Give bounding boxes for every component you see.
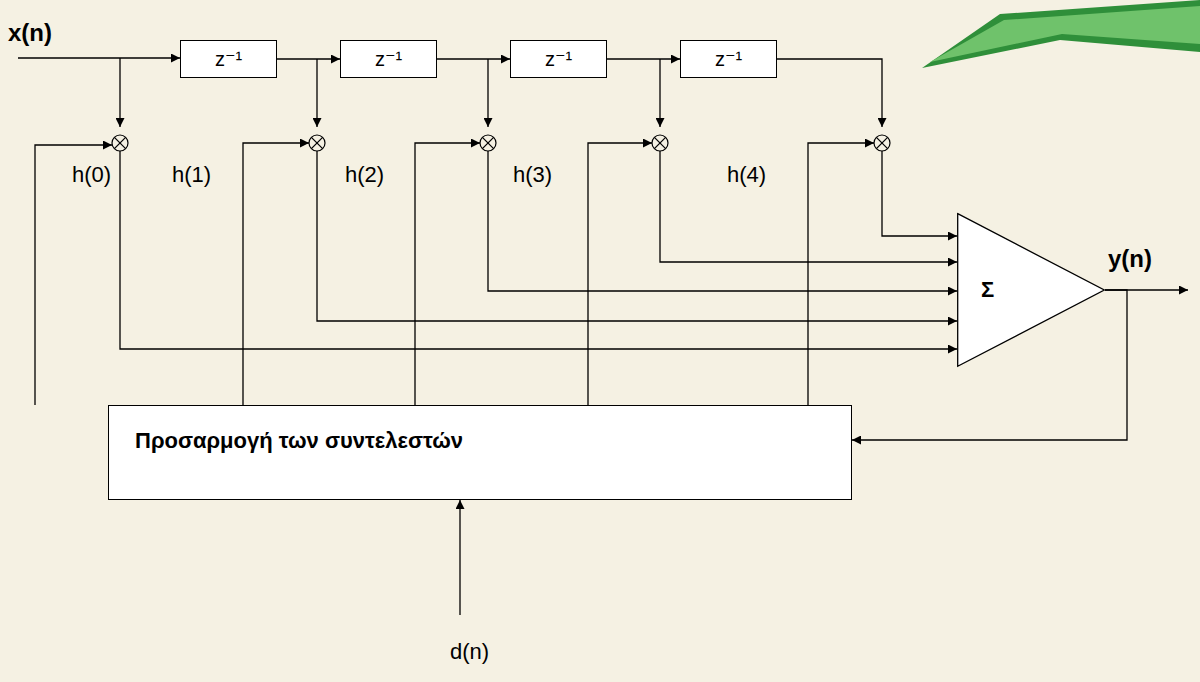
signal-connector [277,58,340,59]
summer-outline [957,213,1105,367]
adaptation-box: Προσαρμογή των συντελεστών [108,405,852,500]
delay-box: z⁻¹ [340,40,437,78]
coefficient-name: h(4) [725,163,768,187]
delay-label: z⁻¹ [375,48,402,71]
delay-box: z⁻¹ [180,40,277,78]
coefficient-name: h(0) [70,163,113,187]
block-title: Προσαρμογή των συντελεστών [135,428,463,453]
signal-name: d(n) [448,640,491,664]
delay-label: z⁻¹ [715,48,742,71]
signal-wires [18,58,1188,615]
delay-label: z⁻¹ [215,48,242,71]
signal-name: x(n) [6,20,54,46]
summer-triangle: Σ [957,213,1105,367]
signal-connector [437,58,510,59]
multiplier-symbol [112,135,890,151]
delay-label: z⁻¹ [545,48,572,71]
coefficient-name: h(3) [511,163,554,187]
coefficient-name: h(2) [343,163,386,187]
delay-box: z⁻¹ [680,40,777,78]
signal-connector [607,58,680,59]
signal-name: y(n) [1106,246,1154,272]
summer-symbol: Σ [981,277,994,302]
coefficient-name: h(1) [170,163,213,187]
decor-shape [922,0,1200,68]
summer-outline [958,214,1105,367]
delay-box: z⁻¹ [510,40,607,78]
